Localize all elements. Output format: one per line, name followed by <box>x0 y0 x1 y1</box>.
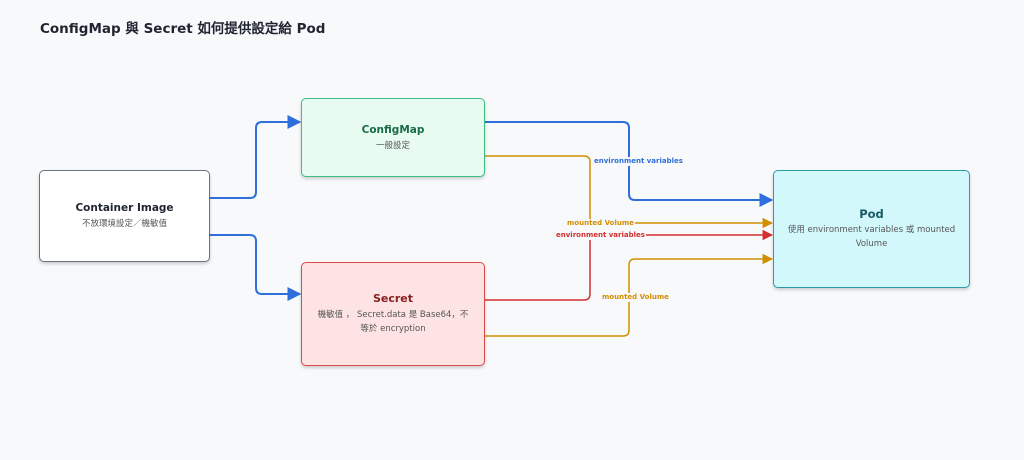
configmap-node: ConfigMap 一般設定 <box>301 98 485 177</box>
secret-desc: 機敏值 ， Secret.data 是 Base64，不等於 encryptio… <box>317 310 469 334</box>
diagram-title: ConfigMap 與 Secret 如何提供設定給 Pod <box>40 21 326 37</box>
pod-node: Pod 使用 environment variables 或 mounted V… <box>773 170 970 288</box>
edge-container-to-secret <box>210 234 302 301</box>
secret-node: Secret 機敏值 ， Secret.data 是 Base64，不等於 en… <box>301 262 485 366</box>
container-image-node: Container Image 不放環境設定／機敏值 <box>39 170 210 262</box>
configmap-desc: 一般設定 <box>375 140 410 151</box>
container-image-desc: 不放環境設定／機敏值 <box>81 219 167 229</box>
container-image-name: Container Image <box>75 202 174 214</box>
secret-name: Secret <box>372 292 414 305</box>
configmap-name: ConfigMap <box>361 123 425 136</box>
edge-label-configmap-volume: mounted Volume <box>566 219 635 228</box>
edge-label-secret-env: environment variables <box>555 231 646 240</box>
edge-label-secret-volume: mounted Volume <box>601 293 670 302</box>
edge-container-to-configmap <box>210 115 302 199</box>
pod-desc: 使用 environment variables 或 mounted Volum… <box>787 225 956 249</box>
pod-name: Pod <box>859 207 884 221</box>
edge-label-configmap-env: environment variables <box>593 157 684 166</box>
